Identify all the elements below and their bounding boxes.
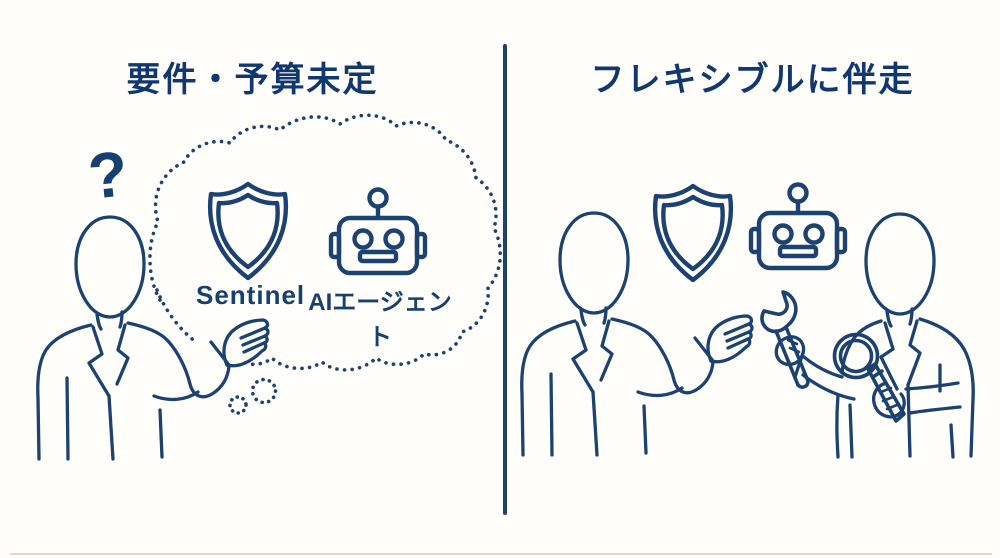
person-with-tools: [760, 212, 975, 459]
shield-icon: [210, 184, 286, 278]
shield-icon: [655, 186, 731, 280]
thought-bubble: [148, 113, 503, 415]
left-panel-title: 要件・予算未定: [126, 61, 379, 99]
robot-icon: [751, 185, 845, 269]
sentinel-label: Sentinel: [196, 280, 306, 310]
right-panel-title: フレキシブルに伴走: [590, 61, 915, 99]
robot-icon: [331, 190, 425, 274]
baseline-rule: [10, 553, 992, 555]
ai-agent-label: AIエージェント: [308, 289, 452, 351]
person-gesturing: [520, 211, 754, 457]
panel-divider: [503, 44, 507, 515]
